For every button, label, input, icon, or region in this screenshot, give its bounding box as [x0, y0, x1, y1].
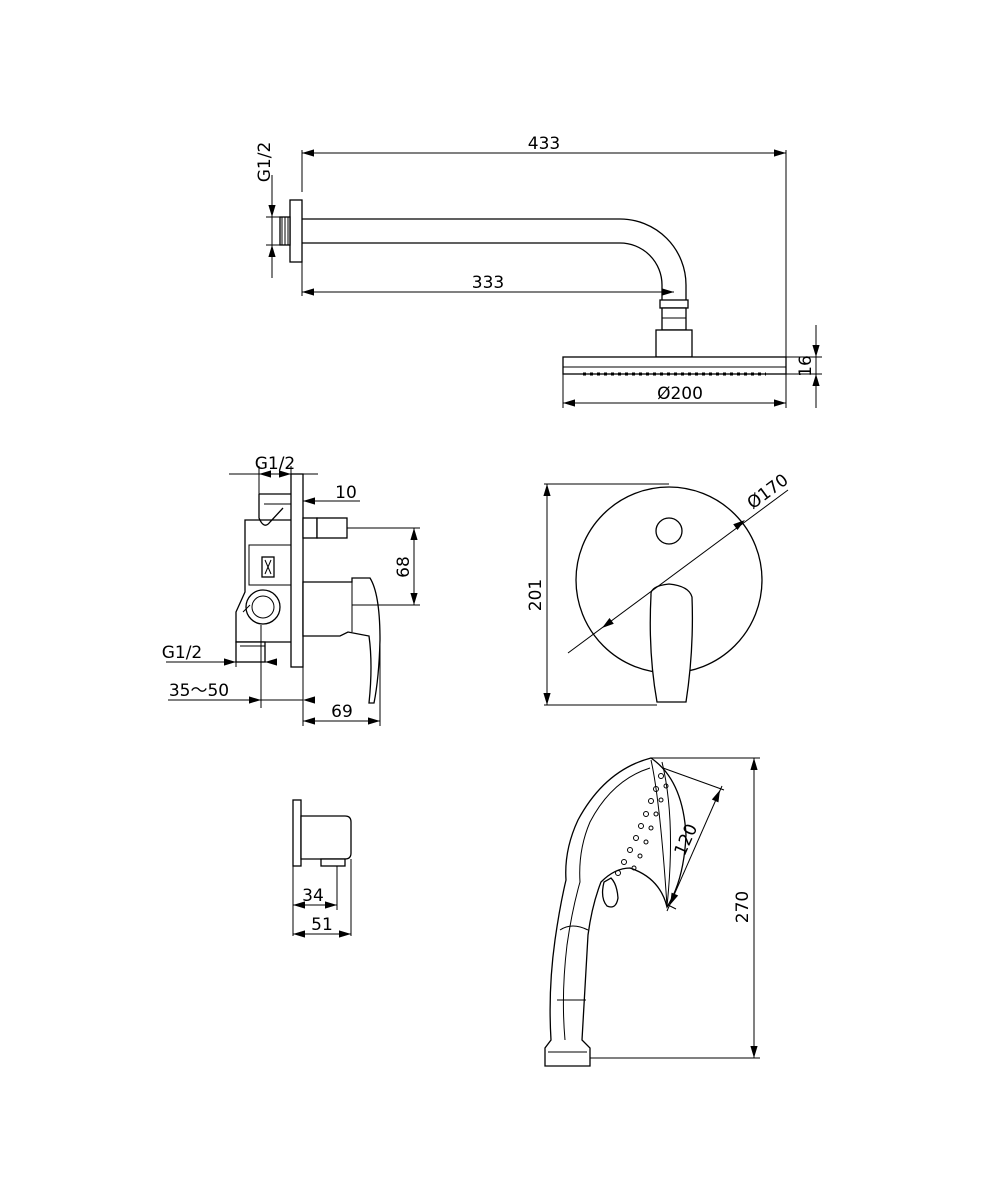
dim-35-50: 35～50 — [169, 681, 229, 701]
cover-plate-side — [290, 473, 304, 668]
dim-51: 51 — [311, 915, 333, 935]
wall-flange — [289, 199, 303, 263]
dim-34: 34 — [302, 886, 324, 906]
valve-handle-front — [649, 583, 694, 703]
dim-16: 16 — [796, 355, 816, 377]
dim-270: 270 — [733, 891, 753, 923]
dim-valve-bottom-thread: G1/2 — [162, 643, 203, 663]
dim-433: 433 — [528, 134, 560, 154]
diverter-button — [655, 517, 683, 545]
spray-nozzles — [615, 773, 669, 876]
valve-front-view: 201 Ø170 — [526, 470, 792, 706]
dim-head-diameter: Ø200 — [657, 384, 703, 404]
hand-shower-view: 120 270 — [544, 757, 760, 1067]
elbow-body — [300, 815, 352, 860]
valve-outlet-circle — [245, 589, 281, 625]
valve-side-view: G1/2 10 68 G1/2 35～50 69 — [162, 454, 420, 726]
shower-head — [562, 356, 787, 375]
dim-valve-top-thread: G1/2 — [255, 454, 296, 474]
dim-333: 333 — [472, 273, 504, 293]
valve-handle-side — [302, 577, 381, 704]
shower-arm — [302, 218, 687, 300]
wall-elbow-view: 34 51 — [292, 799, 352, 938]
dim-69: 69 — [331, 702, 353, 722]
dim-201: 201 — [526, 579, 546, 611]
shower-arm-view: 433 333 G1/2 16 Ø200 — [255, 134, 822, 408]
elbow-flange — [292, 799, 302, 867]
dim-10: 10 — [335, 483, 357, 503]
dim-68: 68 — [394, 556, 414, 578]
dim-arm-thread: G1/2 — [255, 142, 275, 183]
hand-shower-body — [544, 757, 687, 1067]
